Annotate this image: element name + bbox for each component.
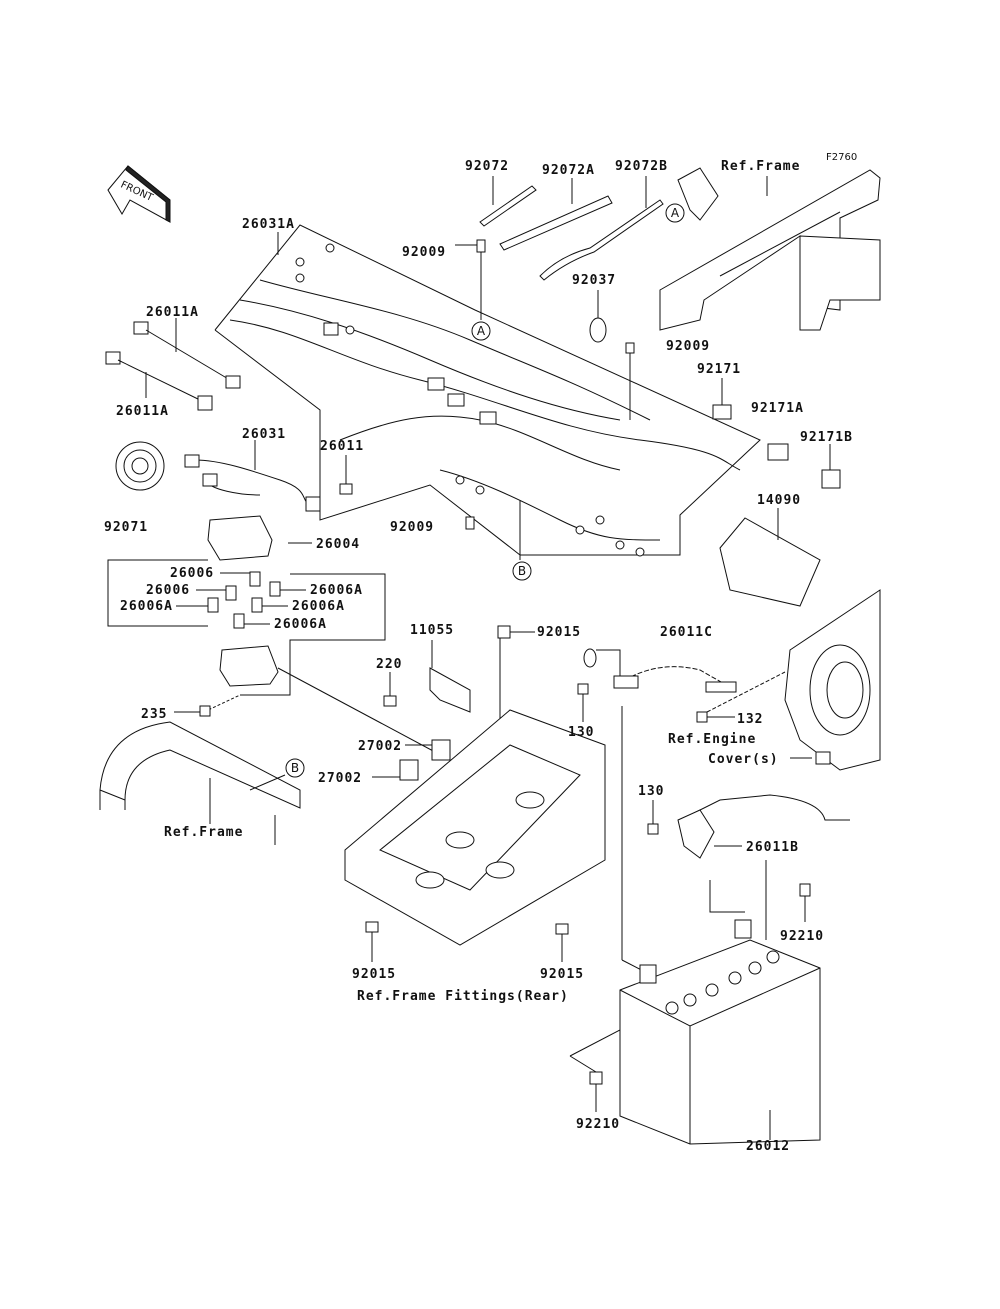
marker-b (512, 561, 532, 581)
relay-92171a (767, 443, 789, 461)
part-label-26006a-2: 26006A (120, 599, 173, 614)
part-label-26011: 26011 (320, 439, 364, 454)
part-label-26031: 26031 (242, 427, 286, 442)
screw-92009-top: A (455, 239, 491, 341)
ref-engine-cover-line1: Ref.Engine (668, 732, 756, 747)
part-label-26011b: 26011B (746, 840, 799, 855)
fuse-box (203, 645, 451, 761)
part-label-92015-left: 92015 (352, 967, 396, 982)
sensor-26011 (339, 455, 353, 495)
cable-tie-92072b (539, 176, 664, 281)
marker-b-frame (285, 758, 305, 778)
lead-26011a (105, 318, 241, 411)
part-label-92072b: 92072B (615, 159, 668, 174)
part-label-92071: 92071 (104, 520, 148, 535)
ref-frame-fittings: Ref.Frame Fittings(Rear) (357, 989, 569, 1004)
part-label-130-top: 130 (568, 725, 594, 740)
battery-26012 (619, 919, 821, 1145)
part-label-27002-1: 27002 (358, 739, 402, 754)
svg-text:A: A (671, 206, 680, 220)
bolt-130-top (577, 683, 589, 722)
wire-harness-26031 (184, 440, 321, 512)
screw-92009-right (625, 342, 635, 420)
part-label-26031a: 26031A (242, 217, 295, 232)
part-label-14090: 14090 (757, 493, 801, 508)
diagram-code: F2760 (826, 152, 857, 163)
part-label-26006a-4: 26006A (274, 617, 327, 632)
part-label-26006a-3: 26006A (292, 599, 345, 614)
part-label-92037: 92037 (572, 273, 616, 288)
marker-a (471, 321, 491, 341)
part-label-26006-2: 26006 (146, 583, 190, 598)
part-label-27002-2: 27002 (318, 771, 362, 786)
clamp-92037 (589, 290, 607, 343)
ref-frame-left: Ref.Frame (164, 825, 243, 840)
grommet-92071 (115, 441, 165, 491)
svg-text:A: A (477, 324, 486, 338)
svg-text:B: B (518, 564, 526, 578)
screw-235 (174, 705, 211, 717)
part-label-26011c: 26011C (660, 625, 713, 640)
part-label-92210-bottom: 92210 (576, 1117, 620, 1132)
cable-tie-92072a (499, 178, 613, 251)
frame-top: A (659, 167, 881, 331)
bolt-132 (696, 671, 786, 723)
part-label-132: 132 (737, 712, 763, 727)
ref-frame-top: Ref.Frame (721, 159, 800, 174)
lead-26011b (647, 751, 850, 940)
fuse-box-cover-26004 (207, 515, 312, 561)
screw-92009-bottom: B (465, 500, 532, 581)
marker-a-frame (665, 203, 685, 223)
part-label-92015-right: 92015 (540, 967, 584, 982)
part-label-26006-1: 26006 (170, 566, 214, 581)
part-label-92210-top: 92210 (780, 929, 824, 944)
bracket-11055 (429, 640, 471, 713)
ref-engine-cover-line2: Cover(s) (708, 752, 779, 767)
engine-cover (784, 589, 881, 771)
part-label-26011a-top: 26011A (146, 305, 199, 320)
part-label-235: 235 (141, 707, 167, 722)
part-label-92171: 92171 (697, 362, 741, 377)
front-arrow-icon: FRONT (107, 165, 171, 223)
relay-92171b (821, 444, 841, 489)
svg-text:B: B (291, 761, 299, 775)
part-label-26004: 26004 (316, 537, 360, 552)
part-label-92009-top: 92009 (402, 245, 446, 260)
clips-92015-bottom (365, 921, 569, 962)
nut-92210-top (799, 883, 811, 922)
part-label-26011a-bottom: 26011A (116, 404, 169, 419)
part-label-220: 220 (376, 657, 402, 672)
fuses-26006 (176, 571, 306, 629)
fuse-group-bracket (107, 559, 386, 696)
part-label-130-bottom: 130 (638, 784, 664, 799)
bolt-220 (383, 672, 397, 707)
part-label-92072: 92072 (465, 159, 509, 174)
bracket-27002 (372, 739, 451, 781)
relay-92171 (712, 378, 732, 420)
part-label-92171b: 92171B (800, 430, 853, 445)
part-label-92009-right: 92009 (666, 339, 710, 354)
part-label-92171a: 92171A (751, 401, 804, 416)
part-label-11055: 11055 (410, 623, 454, 638)
part-label-26012: 26012 (746, 1139, 790, 1154)
lead-26011c (583, 648, 737, 991)
part-label-92072a: 92072A (542, 163, 595, 178)
part-label-26006a-1: 26006A (310, 583, 363, 598)
battery-tray (344, 709, 606, 946)
nut-92210-bottom (569, 1000, 621, 1112)
frame-left: B (99, 721, 305, 845)
cable-tie-92072 (479, 176, 537, 227)
cover-14090 (719, 508, 821, 607)
part-label-92009-bottom: 92009 (390, 520, 434, 535)
wire-harness-26031a (214, 224, 761, 557)
part-label-92015-top: 92015 (537, 625, 581, 640)
